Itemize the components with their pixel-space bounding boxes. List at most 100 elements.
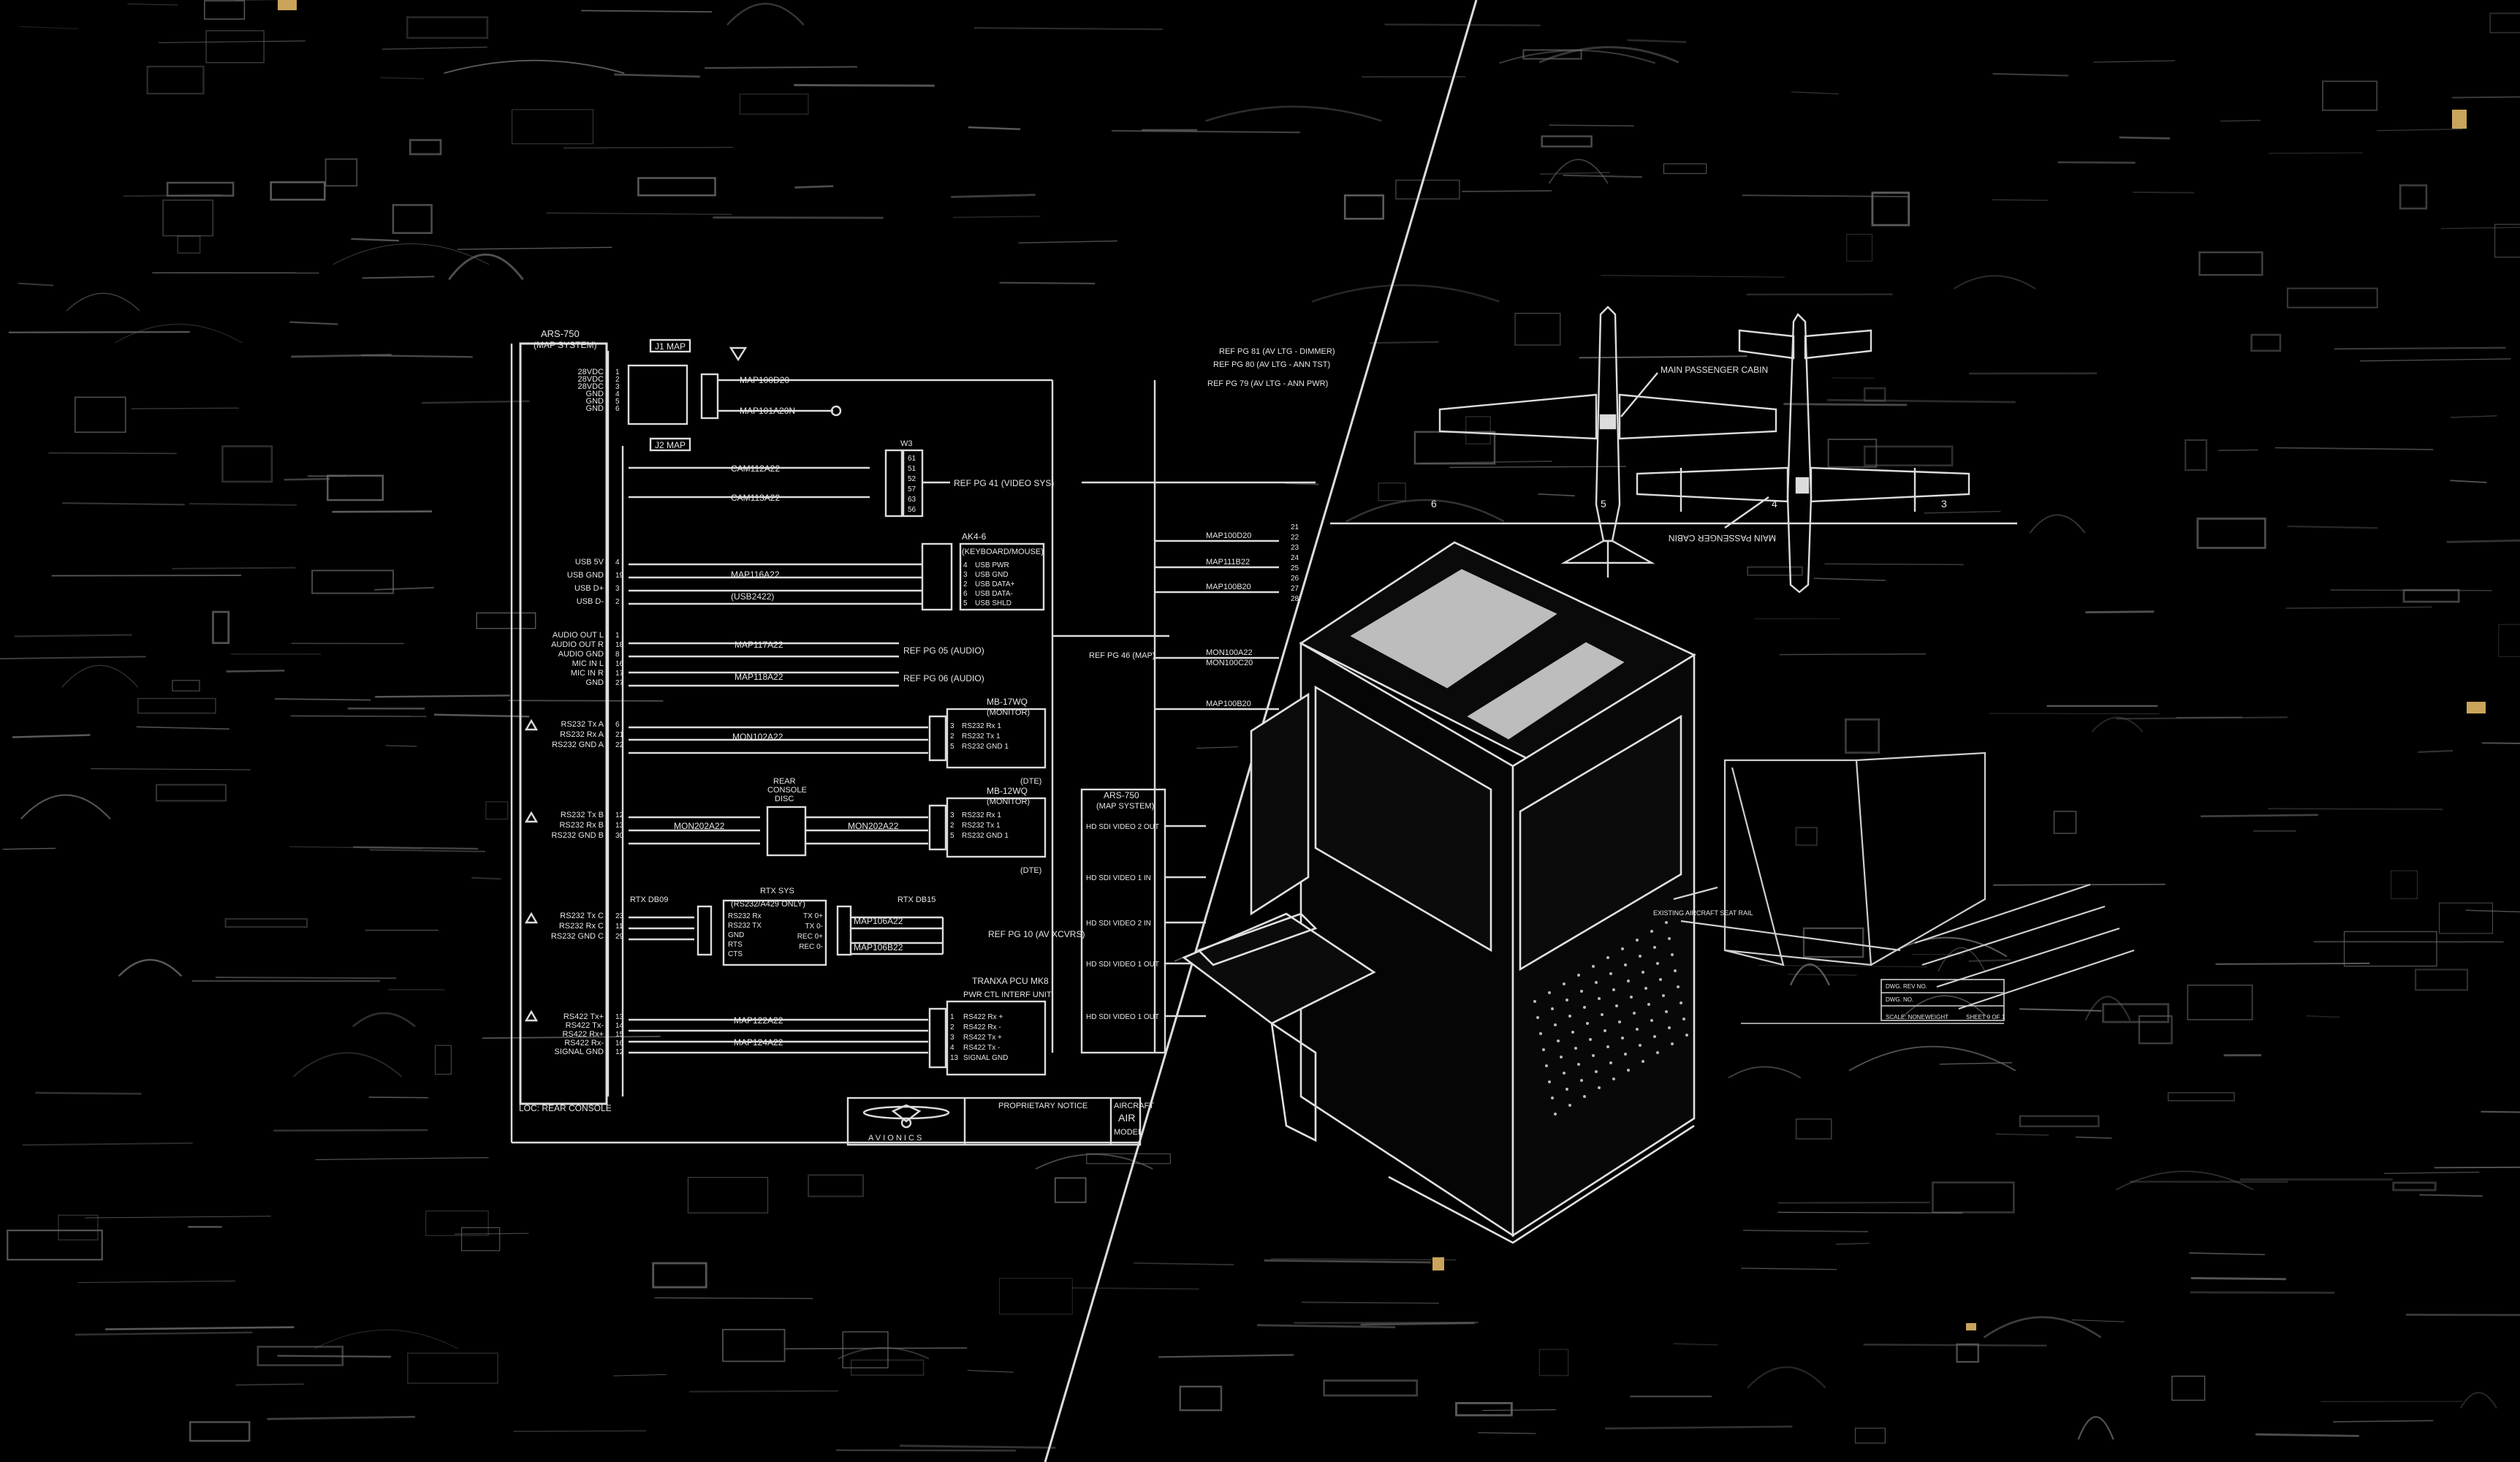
right-pin-number: 28 [1291,595,1299,603]
sketch-stroke [172,680,200,692]
sketch-stroke [1802,927,1864,958]
sketch-stroke [1989,713,2160,715]
vent-hole [1598,997,1601,1000]
sketch-stroke [1605,1425,1793,1430]
sketch-stroke [974,27,1164,31]
pin-number: 13 [615,1013,624,1021]
sketch-stroke [705,66,857,69]
sketch-stroke [284,477,330,481]
sketch-stroke [368,1096,429,1099]
vent-hole [1671,1042,1674,1045]
vent-hole [1644,987,1647,990]
vent-hole [1580,1079,1583,1082]
sketch-stroke [1992,72,2068,77]
vent-hole [1592,965,1595,968]
vent-hole [1568,1104,1571,1107]
sketch-stroke [374,586,434,591]
vent-hole [1545,1064,1548,1067]
seat-rail-detail [1673,751,2135,1010]
sketch-stroke [2057,161,2136,164]
cabin-label-top: MAIN PASSENGER CABIN [1661,365,1768,375]
kbd-pin-label: USB PWR [975,561,1009,569]
ref-test: REF PG 80 (AV LTG - ANN TST) [1213,360,1330,369]
wire-usb: MAP116A22 [731,569,780,580]
sketch-stroke [2093,60,2175,63]
gold-flecks [278,0,2486,1330]
sketch-stroke [1462,190,1552,192]
sketch-stroke [326,474,384,501]
sketch-stroke [2190,1291,2335,1294]
sketch-stroke [406,16,489,39]
vent-hole [1604,1029,1606,1032]
rear-console-title: REAR [773,777,796,786]
sketch-stroke [2494,224,2520,258]
console-keyboard-tray [1182,912,1376,1025]
drawing-info-block [1741,979,2005,1024]
sketch-stroke [2419,1194,2483,1197]
wire-mon1: MON102A22 [732,732,783,742]
sketch-stroke [274,698,371,701]
pin-number: 6 [615,405,620,413]
sketch-stroke [267,1415,416,1420]
ref-map46: REF PG 46 (MAP) [1089,651,1155,660]
pin-label: AUDIO GND [558,650,604,659]
sketch-stroke [146,65,205,95]
sketch-stroke [1370,341,1439,344]
pin-label: GND [586,390,604,398]
w3-pin: 51 [908,465,916,473]
sketch-stroke [1086,1153,1171,1164]
vent-hole [1609,1061,1612,1064]
rtx-title: RTX SYS [760,887,794,895]
ref-dimmer: REF PG 81 (AV LTG - DIMMER) [1219,347,1335,356]
vent-hole [1580,990,1583,993]
vent-hole [1662,994,1665,997]
wire-cam2: CAM113A22 [731,493,780,503]
sketch-stroke [325,158,358,187]
sketch-stroke [2255,1433,2359,1437]
sketch-stroke [1514,313,1561,346]
drawing-row: WEIGHT [1925,1014,1948,1020]
sketch-stroke [48,452,177,455]
sketch-stroke [127,3,178,6]
vent-hole [1554,1023,1557,1026]
sketch-stroke [2167,1091,2235,1102]
vent-hole [1612,1077,1615,1080]
sketch-stroke [189,502,297,507]
sketch-stroke [2446,539,2520,543]
ars-right-output: HD SDI VIDEO 1 OUT [1086,961,1159,969]
sketch-stroke [1795,1118,1832,1140]
sketch-stroke [2334,346,2506,350]
vent-hole [1565,1088,1568,1091]
vent-hole [1612,988,1615,991]
sketch-stroke [226,670,285,673]
sketch-stroke [1541,135,1593,148]
sketch-stroke [289,321,338,325]
mon1-subtitle: (MONITOR) [987,708,1030,717]
sketch-stroke [2119,136,2171,140]
sketch-stroke [2306,1015,2340,1018]
monitor-pin-number: 2 [950,822,955,830]
right-wire-label: MAP100D20 [1206,531,1251,540]
sketch-stroke [105,1326,295,1330]
sketch-stroke [1777,1211,1963,1214]
pcu-pin-label: RS422 Tx - [963,1044,1000,1052]
sketch-stroke [2019,1115,2100,1128]
vent-hole [1583,1006,1586,1009]
sketch-stroke [162,199,214,237]
wire-mon2b: MON202A22 [848,821,899,831]
mon1-title: MB-17WQ [987,697,1028,707]
w3-pin: 63 [908,496,916,504]
sketch-stroke [652,1262,707,1289]
monitor-pin-number: 3 [950,722,955,730]
vent-hole [1548,991,1551,994]
vent-hole [1586,1022,1589,1025]
pin-number: 15 [615,1031,624,1039]
sketch-stroke [1827,439,1878,468]
pin-number: 12 [615,811,624,819]
sketch-stroke [77,1280,236,1284]
sketch-stroke [999,281,1096,284]
pin-label: RS232 GND B [551,831,604,840]
sketch-stroke [2286,287,2378,308]
